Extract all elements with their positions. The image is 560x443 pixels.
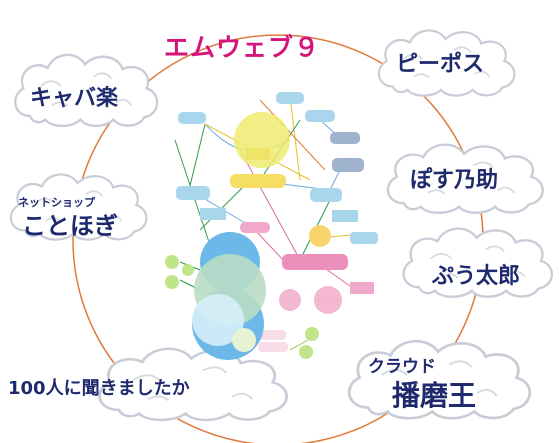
node-posunosuke[interactable]: ぽす乃助 [410, 168, 499, 193]
node-survey[interactable]: 100人に聞きましたか [8, 378, 190, 399]
node-netshop[interactable]: ことほぎ [22, 212, 118, 240]
node-putaro[interactable]: ぷう太郎 [432, 264, 521, 289]
node-cloud-ruby: クラウド [368, 357, 436, 377]
diagram-title: エムウェブ９ [164, 33, 321, 62]
node-peepos[interactable]: ピーポス [396, 52, 485, 77]
node-cloud[interactable]: 播磨王 [392, 379, 477, 412]
node-cabaraku[interactable]: キャバ楽 [30, 86, 119, 111]
node-netshop-ruby: ネットショップ [18, 196, 95, 209]
network-diagram [165, 92, 378, 360]
